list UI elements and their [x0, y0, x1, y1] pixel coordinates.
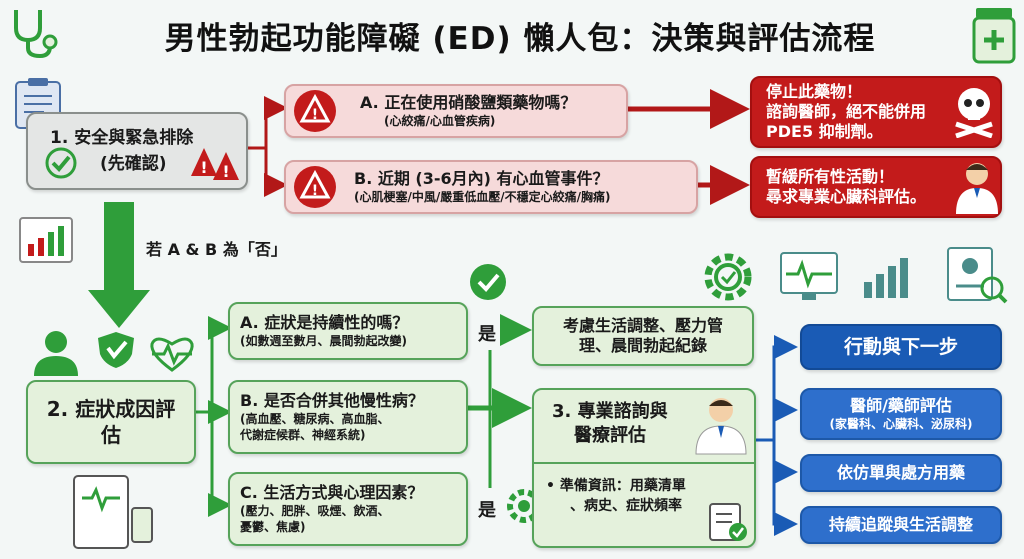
checklist-icon	[709, 503, 747, 541]
svg-text:!: !	[312, 107, 318, 123]
lifestyle-line2: 理、晨間勃起紀錄	[578, 336, 707, 355]
question-b-sub: (心肌梗塞/中風/嚴重低血壓/不穩定心絞痛/胸痛)	[354, 190, 611, 204]
step2-question-a: A. 症狀是持續性的嗎？ (如數週至數月、晨間勃起改變)	[228, 302, 468, 360]
step2-label-line2: 估	[101, 423, 121, 447]
step3-bullet-line2: 、病史、症狀頻率	[570, 498, 682, 514]
warning-circle-icon-b: !	[294, 166, 336, 208]
alert-a-line1: 停止此藥物！	[766, 82, 863, 101]
question-b-title: B. 近期 (3-6月內) 有心血管事件？	[354, 169, 609, 188]
action-prescription: 依仿單與處方用藥	[800, 454, 1002, 492]
heartbeat-icon	[150, 337, 194, 372]
step3-consult-box: 3. 專業諮詢與 醫療評估 • 準備資訊：用藥清單 、病史、症狀頻率	[532, 388, 756, 548]
lifestyle-line1: 考慮生活調整、壓力管	[562, 316, 723, 335]
alert-b-line1: 暫緩所有性活動！	[766, 167, 895, 186]
step3-header: 3. 專業諮詢與 醫療評估	[534, 390, 754, 464]
nurse-icon	[34, 331, 78, 376]
step3-bullet: • 準備資訊：用藥清單 、病史、症狀頻率	[546, 476, 746, 516]
bar-chart-icon	[864, 258, 908, 298]
action-1-sub: (家醫科、心臟科、泌尿科)	[829, 417, 973, 431]
step2-qa-sub: (如數週至數月、晨間勃起改變)	[240, 334, 407, 348]
svg-text:!: !	[200, 158, 207, 177]
if-no-label: 若 A & B 為「否」	[146, 240, 287, 259]
action-doctor-eval: 醫師/藥師評估 (家醫科、心臟科、泌尿科)	[800, 388, 1002, 440]
yes-label-c: 是	[478, 500, 496, 521]
step2-qb-sub-line2: 代謝症候群、神經系統)	[240, 428, 366, 442]
check-badge-icon	[45, 147, 77, 179]
step1-sub: (先確認)	[100, 154, 167, 174]
gear-icon	[704, 253, 752, 301]
step3-bullet-line1: • 準備資訊：用藥清單	[546, 478, 686, 494]
heart-monitor-icon	[780, 252, 838, 300]
step2-assessment-box: 2. 症狀成因評 估	[26, 380, 196, 464]
question-a-title: A. 正在使用硝酸鹽類藥物嗎？	[360, 93, 577, 112]
yes-label-a: 是	[478, 324, 496, 345]
step3-label-line1: 3. 專業諮詢與	[552, 401, 668, 422]
question-a-sub: (心絞痛/心血管疾病)	[384, 114, 496, 128]
step2-qb-sub-line1: (高血壓、糖尿病、高血脂、	[240, 412, 390, 426]
skull-crossbones-icon	[955, 88, 993, 138]
action-follow-up: 持續追蹤與生活調整	[800, 506, 1002, 544]
step3-label-line2: 醫療評估	[574, 425, 646, 446]
alert-b-line2: 尋求專業心臟科評估。	[766, 187, 927, 206]
step2-qa-title: A. 症狀是持續性的嗎？	[240, 313, 409, 332]
cardiologist-icon	[956, 163, 998, 214]
check-circle-icon	[470, 264, 506, 300]
svg-text:!: !	[312, 183, 318, 199]
step2-qc-title: C. 生活方式與心理因素？	[240, 483, 424, 502]
medicine-bottle-icon	[972, 8, 1016, 64]
action-3-title: 持續追蹤與生活調整	[828, 515, 973, 534]
svg-text:!: !	[222, 162, 229, 181]
chart-icon	[19, 217, 73, 263]
step1-question-a: A. 正在使用硝酸鹽類藥物嗎？ (心絞痛/心血管疾病)	[284, 84, 628, 138]
shield-heart-icon	[98, 332, 134, 368]
step2-question-c: C. 生活方式與心理因素？ (壓力、肥胖、吸煙、飲酒、 憂鬱、焦慮)	[228, 472, 468, 546]
page-title: 男性勃起功能障礙 (ED) 懶人包：決策與評估流程	[164, 20, 876, 57]
warning-icons: ! !	[191, 148, 239, 181]
step2-label-line1: 2. 症狀成因評	[46, 397, 176, 421]
step2-question-b: B. 是否合併其他慢性病？ (高血壓、糖尿病、高血脂、 代謝症候群、神經系統)	[228, 380, 468, 454]
step2-qc-sub-line1: (壓力、肥胖、吸煙、飲酒、	[240, 504, 390, 518]
action-1-title: 醫師/藥師評估	[850, 396, 952, 415]
health-record-icon	[73, 475, 153, 549]
alert-a-line2: 諮詢醫師，絕不能併用	[766, 102, 927, 121]
actions-header-label: 行動與下一步	[843, 336, 958, 358]
step2-qc-sub-line2: 憂鬱、焦慮)	[240, 520, 306, 534]
alert-a-line3: PDE5 抑制劑。	[766, 122, 883, 141]
doctor-icon	[695, 398, 747, 455]
step1-label: 1. 安全與緊急排除	[50, 128, 194, 148]
step2-qb-title: B. 是否合併其他慢性病？	[240, 391, 424, 410]
lifestyle-box: 考慮生活調整、壓力管 理、晨間勃起紀錄	[532, 306, 754, 366]
action-2-title: 依仿單與處方用藥	[836, 463, 965, 482]
actions-header: 行動與下一步	[800, 324, 1002, 370]
step1-question-b: B. 近期 (3-6月內) 有心血管事件？ (心肌梗塞/中風/嚴重低血壓/不穩定…	[284, 160, 698, 214]
warning-circle-icon: !	[294, 90, 336, 132]
stethoscope-icon	[14, 10, 58, 59]
patient-report-icon	[947, 247, 1008, 304]
